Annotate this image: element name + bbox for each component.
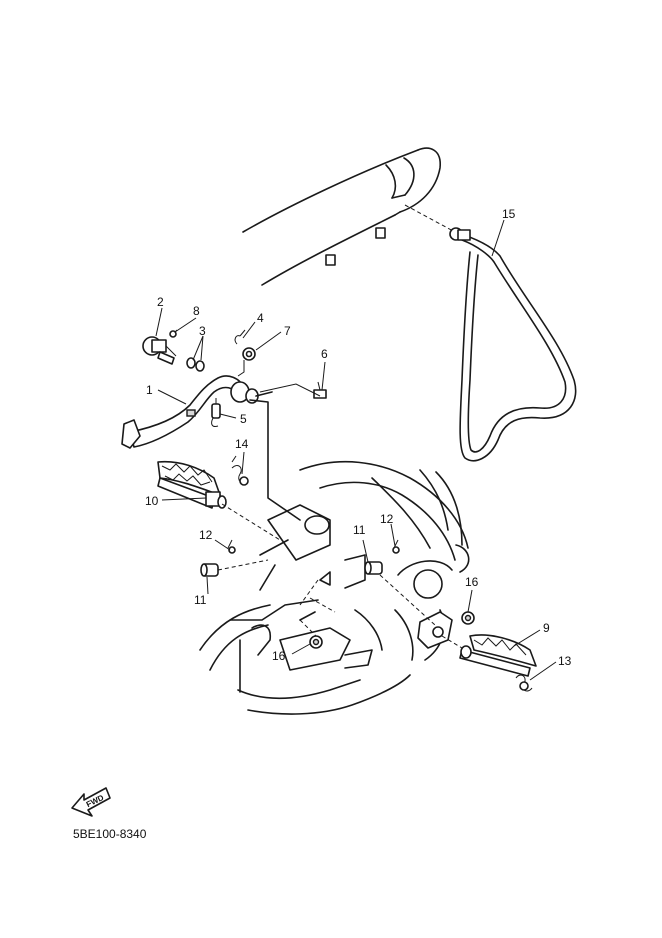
engine-frame-outline: [199, 460, 470, 715]
leader-lines: [155, 219, 557, 681]
callout-13: 13: [558, 654, 572, 668]
fwd-arrow-icon: FWD: [71, 787, 111, 817]
callout-8: 8: [193, 304, 200, 318]
callout-11-right: 11: [353, 523, 366, 537]
callout-16-lower: 16: [272, 649, 286, 663]
callout-14: 14: [235, 437, 249, 451]
callout-11-left: 11: [194, 593, 207, 607]
callout-7: 7: [284, 324, 291, 338]
diagram-code: 5BE100-8340: [73, 827, 147, 841]
callout-12-right: 12: [380, 512, 394, 526]
grab-bar: [449, 227, 577, 462]
callout-2: 2: [157, 295, 164, 309]
left-footrest: [157, 455, 281, 577]
brake-pedal-assembly: [121, 329, 327, 521]
callout-15: 15: [502, 207, 516, 221]
callout-9: 9: [543, 621, 550, 635]
callout-4: 4: [257, 311, 264, 325]
callout-6: 6: [321, 347, 328, 361]
callout-3: 3: [199, 324, 206, 338]
callout-16-right: 16: [465, 575, 479, 589]
callout-5: 5: [240, 412, 247, 426]
callout-12-left: 12: [199, 528, 213, 542]
callout-numbers: 1 2 3 4 5 6 7 8 9 10 11 11 12 12 13 14 1…: [145, 207, 572, 668]
callout-10: 10: [145, 494, 159, 508]
callout-1: 1: [146, 383, 153, 397]
rear-frame-outline: [242, 147, 456, 286]
right-footrest: [309, 539, 537, 692]
